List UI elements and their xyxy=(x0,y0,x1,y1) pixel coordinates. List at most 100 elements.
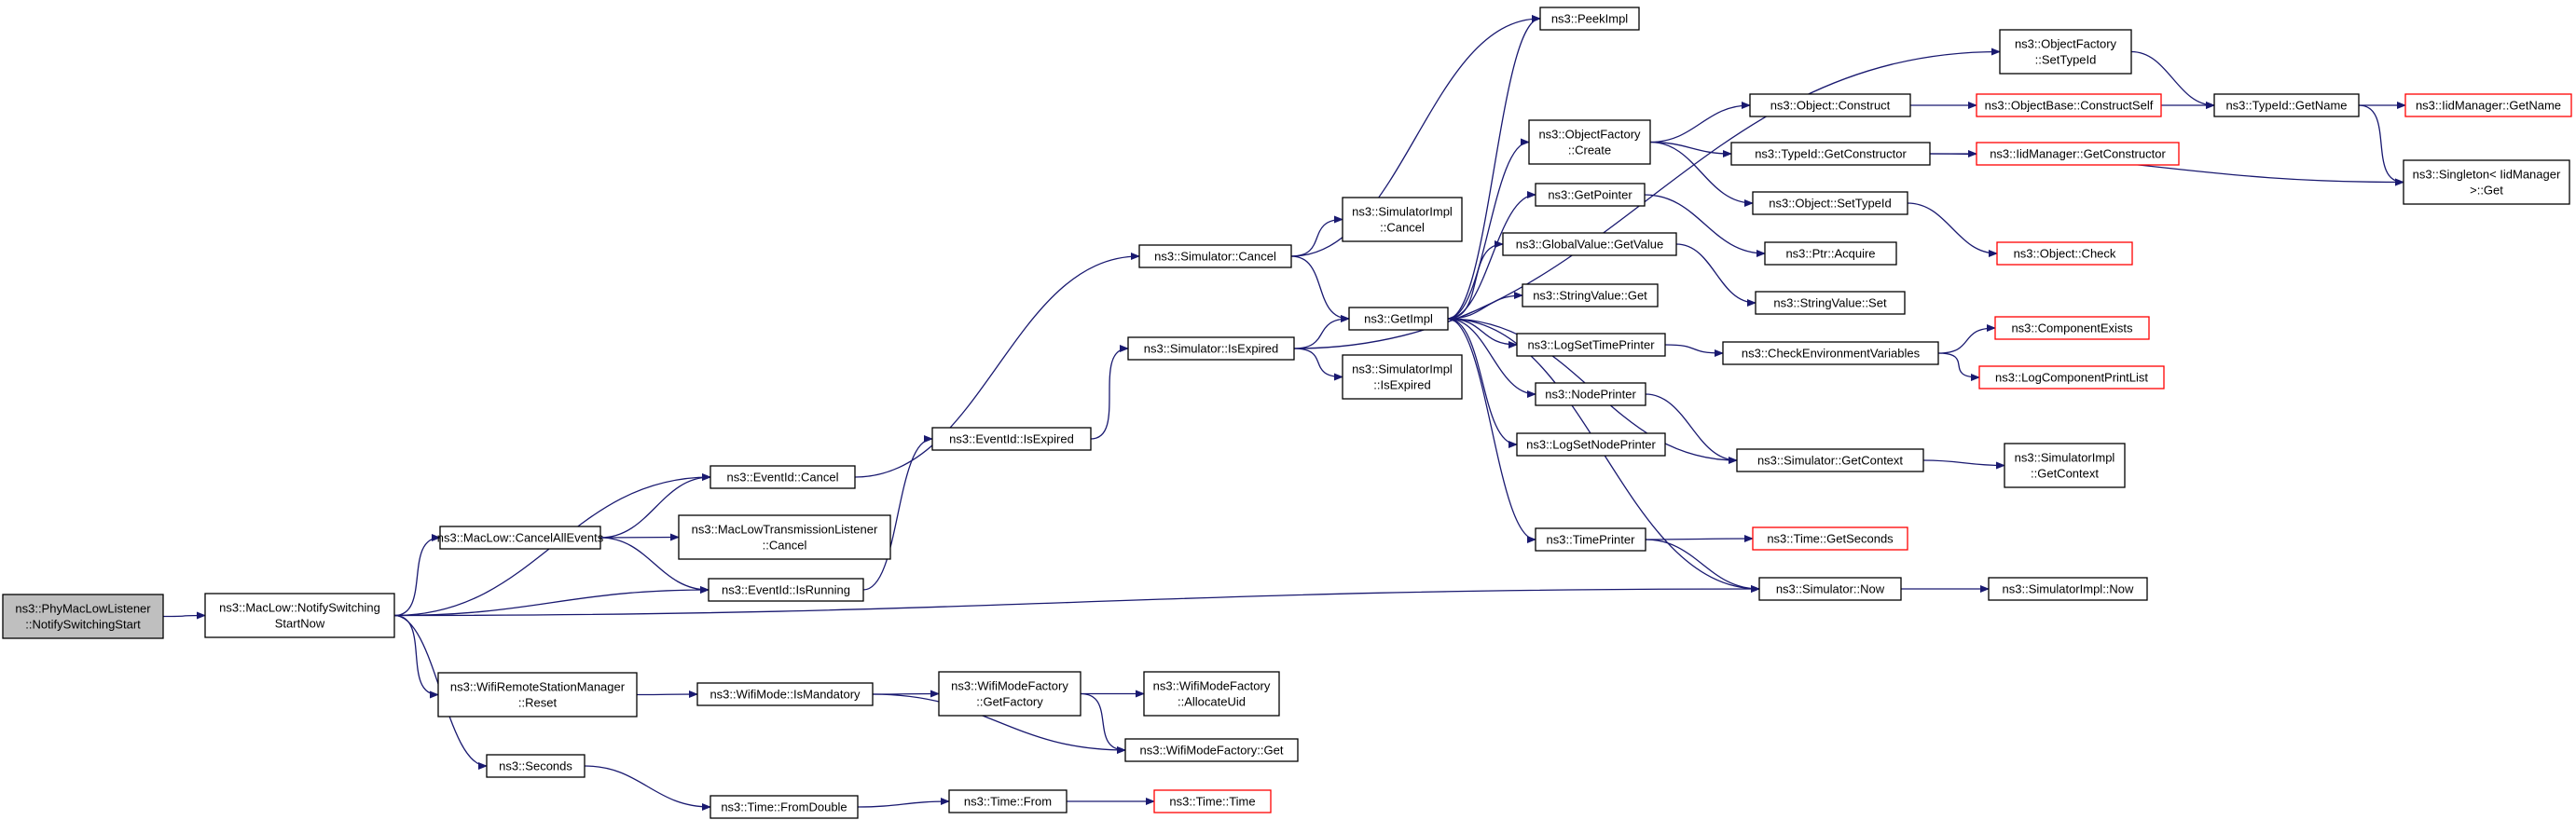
graph-node-seconds[interactable]: ns3::Seconds xyxy=(486,754,585,778)
node-box xyxy=(1749,93,1911,117)
graph-node-getpointer[interactable]: ns3::GetPointer xyxy=(1535,183,1646,207)
graph-node-wmfalloc[interactable]: ns3::WifiModeFactory::AllocateUid xyxy=(1143,671,1280,717)
node-box xyxy=(696,682,874,706)
edge-getimpl-to-nodeprinter xyxy=(1447,318,1536,398)
edge-simgetcontext-to-simimplgetctx xyxy=(1922,459,2005,470)
graph-node-ofsettypeid[interactable]: ns3::ObjectFactory::SetTypeId xyxy=(1999,29,2132,75)
node-label: ns3::PhyMacLowListener xyxy=(15,602,151,616)
node-box xyxy=(1348,307,1449,331)
edge-gvgetvalue-to-svset xyxy=(1675,243,1756,307)
node-label: ns3::IidManager::GetConstructor xyxy=(1990,147,2166,161)
node-label: ns3::Object::Check xyxy=(2014,247,2116,261)
graph-node-simgetcontext[interactable]: ns3::Simulator::GetContext xyxy=(1736,448,1924,472)
graph-node-singletonget[interactable]: ns3::Singleton< IidManager >::Get xyxy=(2403,159,2570,205)
node-label: ::AllocateUid xyxy=(1178,695,1246,709)
graph-node-simimplgetctx[interactable]: ns3::SimulatorImpl::GetContext xyxy=(2004,443,2126,488)
graph-node-getimpl[interactable]: ns3::GetImpl xyxy=(1348,307,1449,331)
edge-simisexpired-to-simimplisexp xyxy=(1293,348,1343,381)
graph-node-ofcreate[interactable]: ns3::ObjectFactory::Create xyxy=(1528,119,1651,165)
graph-node-timegetseconds[interactable]: ns3::Time::GetSeconds xyxy=(1752,526,1908,551)
graph-node-logcompprint[interactable]: ns3::LogComponentPrintList xyxy=(1978,365,2165,390)
edges-layer xyxy=(162,15,2406,811)
graph-node-evcancel[interactable]: ns3::EventId::Cancel xyxy=(709,465,856,489)
graph-node-timefrom[interactable]: ns3::Time::From xyxy=(948,789,1068,813)
graph-node-wmfgetfactory[interactable]: ns3::WifiModeFactory::GetFactory xyxy=(938,671,1081,717)
node-box xyxy=(1528,119,1651,165)
edge-nodeprinter-to-simgetcontext xyxy=(1645,393,1738,464)
graph-node-logsetnode[interactable]: ns3::LogSetNodePrinter xyxy=(1516,432,1666,457)
graph-node-ptracquire[interactable]: ns3::Ptr::Acquire xyxy=(1764,241,1897,266)
node-box xyxy=(439,526,601,550)
node-label: ns3::Simulator::Cancel xyxy=(1154,250,1276,264)
edge-macnotify-to-cancelall xyxy=(393,534,441,617)
node-box xyxy=(1342,354,1463,400)
graph-node-mtlcancel[interactable]: ns3::MacLowTransmissionListener::Cancel xyxy=(678,514,891,560)
node-box xyxy=(1342,197,1463,242)
edge-simisexpired-to-getimpl xyxy=(1293,315,1350,349)
edge-objsettypeid-to-objcheck xyxy=(1907,202,1998,257)
graph-node-tidgetname[interactable]: ns3::TypeId::GetName xyxy=(2213,93,2360,117)
graph-node-wmfget[interactable]: ns3::WifiModeFactory::Get xyxy=(1124,738,1299,762)
graph-node-simimplnow[interactable]: ns3::SimulatorImpl::Now xyxy=(1988,577,2148,601)
node-label: ::Cancel xyxy=(1380,221,1425,235)
graph-node-svset[interactable]: ns3::StringValue::Set xyxy=(1755,291,1906,315)
graph-node-simcancel[interactable]: ns3::Simulator::Cancel xyxy=(1138,244,1292,268)
graph-node-iidgetctor[interactable]: ns3::IidManager::GetConstructor xyxy=(1976,142,2180,166)
edge-getpointer-to-ptracquire xyxy=(1644,194,1766,257)
edge-evisexpired-to-simisexpired xyxy=(1090,345,1129,440)
graph-node-evisexpired[interactable]: ns3::EventId::IsExpired xyxy=(931,427,1092,451)
graph-node-cancelall[interactable]: ns3::MacLow::CancelAllEvents xyxy=(437,526,604,550)
node-box xyxy=(2004,443,2126,488)
node-box xyxy=(1764,241,1897,266)
graph-node-isrunning[interactable]: ns3::EventId::IsRunning xyxy=(708,578,864,602)
graph-node-simimplcancel[interactable]: ns3::SimulatorImpl::Cancel xyxy=(1342,197,1463,242)
graph-node-simimplisexp[interactable]: ns3::SimulatorImpl::IsExpired xyxy=(1342,354,1463,400)
edge-getimpl-to-logsetnode xyxy=(1447,318,1518,448)
graph-node-timetime[interactable]: ns3::Time::Time xyxy=(1153,789,1272,813)
edge-checkenv-to-compexists xyxy=(1937,324,1996,354)
node-label: >::Get xyxy=(2470,184,2503,198)
node-box xyxy=(709,795,859,819)
graph-node-nodeprinter[interactable]: ns3::NodePrinter xyxy=(1535,382,1646,406)
edge-evcancel-to-simcancel xyxy=(854,253,1140,478)
node-box xyxy=(2403,159,2570,205)
graph-node-svget[interactable]: ns3::StringValue::Get xyxy=(1522,283,1659,308)
graph-node-gvgetvalue[interactable]: ns3::GlobalValue::GetValue xyxy=(1502,232,1677,256)
graph-node-obconstructself[interactable]: ns3::ObjectBase::ConstructSelf xyxy=(1976,93,2162,117)
node-label: ns3::IidManager::GetName xyxy=(2416,99,2561,113)
graph-node-objsettypeid[interactable]: ns3::Object::SetTypeId xyxy=(1752,191,1908,215)
graph-node-peekimpl[interactable]: ns3::PeekImpl xyxy=(1539,7,1640,31)
graph-node-root[interactable]: ns3::PhyMacLowListener::NotifySwitchingS… xyxy=(2,594,164,639)
graph-node-tidgetctor[interactable]: ns3::TypeId::GetConstructor xyxy=(1730,142,1931,166)
node-box xyxy=(1976,142,2180,166)
graph-node-fromdouble[interactable]: ns3::Time::FromDouble xyxy=(709,795,859,819)
node-label: ns3::LogComponentPrintList xyxy=(1995,371,2148,385)
edge-fromdouble-to-timefrom xyxy=(857,798,950,808)
graph-node-simisexpired[interactable]: ns3::Simulator::IsExpired xyxy=(1127,336,1295,361)
node-label: ns3::Object::SetTypeId xyxy=(1769,197,1892,211)
edge-root-to-macnotify xyxy=(162,611,206,620)
node-label: ::Reset xyxy=(518,696,558,710)
graph-node-objconstruct[interactable]: ns3::Object::Construct xyxy=(1749,93,1911,117)
graph-node-checkenv[interactable]: ns3::CheckEnvironmentVariables xyxy=(1722,341,1939,365)
graph-node-objcheck[interactable]: ns3::Object::Check xyxy=(1996,241,2133,266)
graph-node-wifimodemand[interactable]: ns3::WifiMode::IsMandatory xyxy=(696,682,874,706)
edge-macnotify-to-wrsmreset xyxy=(393,614,439,699)
graph-node-iidgetname[interactable]: ns3::IidManager::GetName xyxy=(2404,93,2572,117)
graph-node-wrsmreset[interactable]: ns3::WifiRemoteStationManager::Reset xyxy=(437,672,638,718)
node-box xyxy=(1730,142,1931,166)
edge-ofsettypeid-to-tidgetname xyxy=(2130,50,2215,109)
graph-node-compexists[interactable]: ns3::ComponentExists xyxy=(1994,316,2150,340)
node-label: ::Create xyxy=(1568,144,1611,157)
node-box xyxy=(1722,341,1939,365)
node-label: ns3::WifiModeFactory xyxy=(951,679,1068,693)
graph-node-simnow[interactable]: ns3::Simulator::Now xyxy=(1758,577,1902,601)
node-box xyxy=(1535,183,1646,207)
node-box xyxy=(1976,93,2162,117)
node-box xyxy=(1522,283,1659,308)
edge-ofcreate-to-tidgetctor xyxy=(1649,141,1732,157)
graph-node-timeprinter[interactable]: ns3::TimePrinter xyxy=(1535,527,1646,552)
edge-cancelall-to-evcancel xyxy=(599,473,711,539)
graph-node-logsettime[interactable]: ns3::LogSetTimePrinter xyxy=(1516,333,1666,357)
